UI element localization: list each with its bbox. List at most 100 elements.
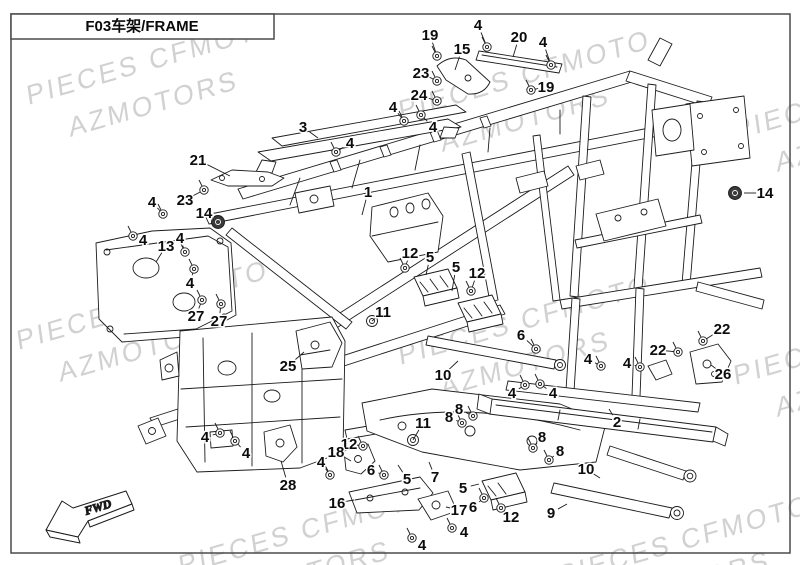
part-callout-5: 5 <box>457 479 480 499</box>
part-callout-4: 4 <box>174 229 190 257</box>
callout-number: 27 <box>188 308 205 325</box>
callout-number: 4 <box>186 275 195 292</box>
fastener-glyph <box>534 373 545 389</box>
callout-number: 4 <box>389 99 398 116</box>
part-callout-4: 4 <box>127 225 149 251</box>
callout-leader-line <box>344 499 355 503</box>
callout-number: 12 <box>402 245 419 262</box>
part-callout-17: 17 <box>445 501 469 521</box>
part-callout-12: 12 <box>495 497 521 528</box>
fastener-glyph <box>357 435 368 451</box>
part-callout-7: 7 <box>428 461 441 488</box>
callout-number: 12 <box>469 265 486 282</box>
fastener-glyph <box>196 289 207 305</box>
part-callout-14: 14 <box>194 204 214 224</box>
callout-number: 5 <box>426 249 434 266</box>
part-callout-4: 4 <box>184 258 199 294</box>
callout-number: 8 <box>538 429 546 446</box>
part-callout-23: 23 <box>175 179 209 211</box>
fastener-glyph <box>229 430 240 446</box>
callout-number: 18 <box>328 444 345 461</box>
callout-number: 4 <box>418 537 427 554</box>
fwd-arrow: FWD <box>45 490 135 544</box>
part-callout-22: 22 <box>648 341 683 361</box>
part-callout-19: 19 <box>420 26 442 61</box>
callout-number: 6 <box>517 327 525 344</box>
part-callout-4: 4 <box>146 193 168 219</box>
part-callout-23: 23 <box>411 64 442 86</box>
callout-number: 19 <box>538 79 555 96</box>
callout-leader-line <box>608 408 614 416</box>
fastener-glyph <box>127 225 138 241</box>
callout-number: 4 <box>474 17 483 34</box>
part-callout-4: 4 <box>446 517 470 543</box>
part-callout-27: 27 <box>209 293 229 332</box>
part-callout-5: 5 <box>450 258 462 292</box>
callout-number: 14 <box>757 185 774 202</box>
callout-leader-line <box>342 455 352 462</box>
callout-number: 22 <box>650 342 667 359</box>
callout-number: 17 <box>451 502 468 519</box>
callout-number: 4 <box>429 119 438 136</box>
fastener-glyph <box>530 338 541 354</box>
fastener-glyph <box>478 487 489 503</box>
fastener-glyph <box>456 412 467 428</box>
callout-number: 12 <box>341 436 358 453</box>
part-callout-25: 25 <box>278 351 305 377</box>
callout-number: 4 <box>176 230 185 247</box>
fastener-glyph <box>527 437 538 453</box>
callout-number: 4 <box>539 34 548 51</box>
part-callout-12: 12 <box>399 244 420 273</box>
part-callout-4: 4 <box>199 422 225 448</box>
callout-number: 6 <box>469 499 477 516</box>
callout-number: 10 <box>578 461 595 478</box>
fastener-glyph <box>431 90 442 106</box>
part-callout-16: 16 <box>327 494 355 514</box>
part-callout-24: 24 <box>409 86 442 106</box>
callout-number: 25 <box>280 358 297 375</box>
part-callout-11: 11 <box>412 414 432 441</box>
callout-number: 20 <box>511 29 528 46</box>
part-callout-4: 4 <box>537 33 556 70</box>
fastener-glyph <box>330 141 341 157</box>
callout-number: 13 <box>158 238 175 255</box>
fastener-glyph <box>399 257 410 273</box>
part-callout-4: 4 <box>621 354 645 374</box>
callout-leader-line <box>309 131 319 139</box>
fastener-glyph <box>198 179 209 195</box>
part-callout-8: 8 <box>443 408 467 428</box>
callout-number: 4 <box>201 429 210 446</box>
callout-number: 11 <box>375 304 391 321</box>
part-callout-9: 9 <box>545 504 568 524</box>
callout-number: 14 <box>196 205 213 222</box>
part-callout-15: 15 <box>452 40 472 71</box>
callout-number: 7 <box>431 469 439 486</box>
part-callout-8: 8 <box>453 400 478 421</box>
callout-leader-line <box>155 252 163 263</box>
part-callout-12: 12 <box>339 435 368 455</box>
callout-number: 12 <box>503 509 520 526</box>
callout-number: 16 <box>329 495 346 512</box>
part-callout-12: 12 <box>465 264 487 296</box>
callout-number: 10 <box>435 367 452 384</box>
callout-leader-line <box>512 44 518 58</box>
callout-number: 8 <box>455 401 463 418</box>
part-callout-4: 4 <box>229 430 252 464</box>
frame-artwork <box>95 37 765 521</box>
callout-number: 23 <box>413 65 430 82</box>
fastener-glyph <box>545 54 556 70</box>
callout-number: 21 <box>190 152 207 169</box>
callout-number: 5 <box>403 471 411 488</box>
part-callout-4: 4 <box>506 374 530 404</box>
page-border <box>10 13 791 554</box>
title-box <box>10 13 275 40</box>
part-callout-5: 5 <box>397 464 413 490</box>
callout-leader-line <box>397 464 404 473</box>
fastener-glyph <box>215 293 226 309</box>
part-callout-4: 4 <box>582 350 606 371</box>
callout-leader-line <box>710 364 717 370</box>
part-callout-19: 19 <box>525 78 556 98</box>
part-callout-1: 1 <box>361 183 374 216</box>
